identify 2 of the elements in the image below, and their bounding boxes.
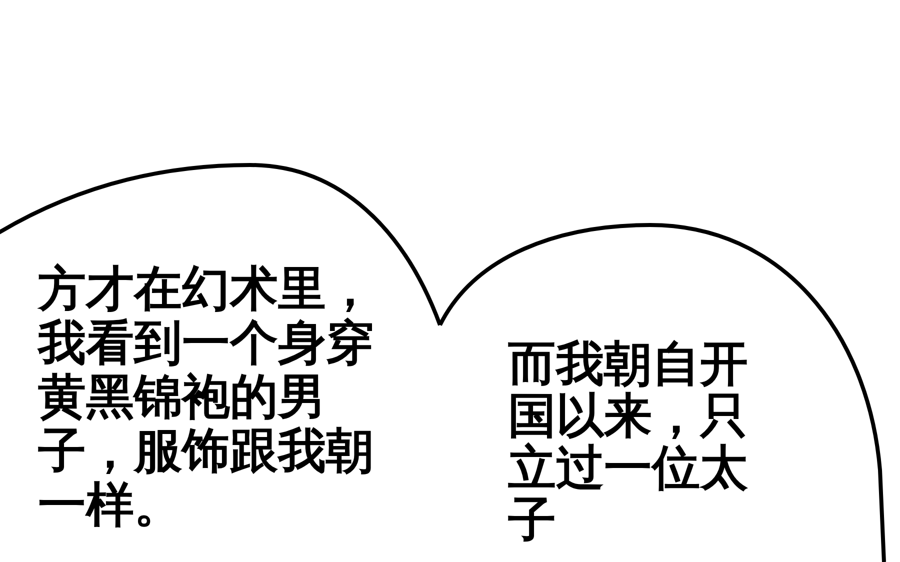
speech-text: 而我朝自开国以来，只立过一位太子 — [508, 338, 749, 546]
speech-text: 方才在幻术里，我看到一个身穿黄黑锦袍的男子，服饰跟我朝一样。 — [38, 262, 375, 532]
